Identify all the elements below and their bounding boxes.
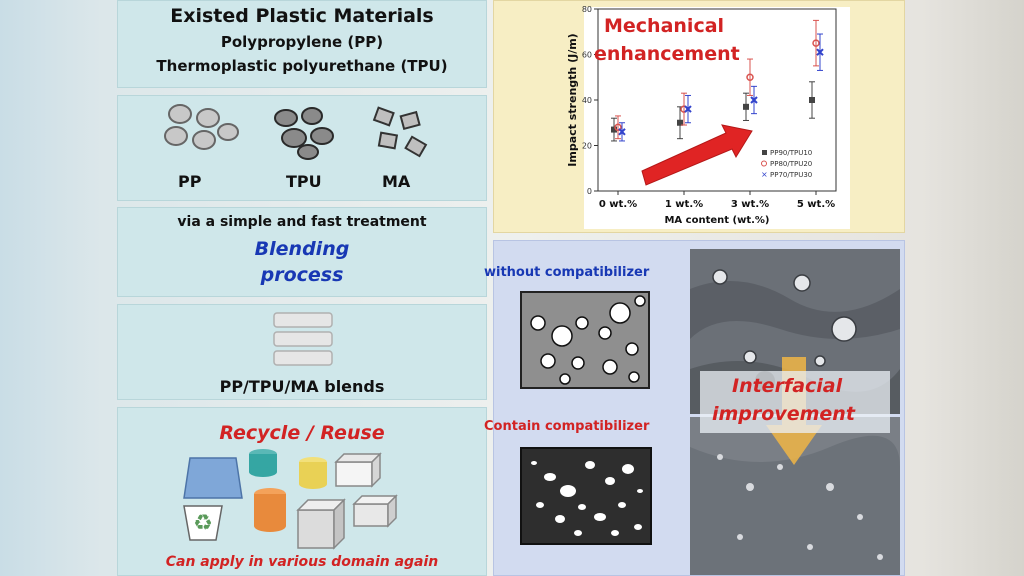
data-point <box>743 103 749 110</box>
y-tick-label: 60 <box>582 51 592 60</box>
cylinder-yellow-icon <box>299 462 327 484</box>
box-white-icon <box>335 461 373 487</box>
legend-label: PP90/TPU10 <box>770 149 812 157</box>
contain-compatibilizer-schematic <box>520 447 652 545</box>
y-axis-label: Impact strength (J/m) <box>566 33 579 166</box>
data-point <box>684 105 692 113</box>
legend-label: PP70/TPU30 <box>770 171 812 179</box>
recycle-panel: Recycle / Reuse ♻ Can apply in various d… <box>117 407 487 576</box>
data-point <box>812 39 820 47</box>
legend-marker <box>761 160 767 167</box>
pp-material-label: PP <box>178 172 202 191</box>
recycle-bin-icon <box>183 505 223 541</box>
tpu-pellets-icon <box>274 107 334 160</box>
legend-marker: × <box>761 170 768 179</box>
box-gray-icon <box>297 509 335 549</box>
mechanical-overlay-line1: Mechanical <box>604 15 725 37</box>
y-tick-label: 0 <box>587 187 592 196</box>
svg-text:♻: ♻ <box>193 511 213 536</box>
blends-panel: PP/TPU/MA blends <box>117 304 487 400</box>
trapezoid-shape-icon <box>183 457 243 499</box>
interfacial-overlay-line2: improvement <box>712 403 855 425</box>
data-point <box>614 123 622 132</box>
x-axis-label: MA content (wt.%) <box>664 215 769 226</box>
box-small-icon <box>353 503 389 527</box>
data-point <box>746 73 754 81</box>
series-PP70/TPU30: ×PP70/TPU30 <box>618 33 824 179</box>
mechanical-overlay-line2: enhancement <box>594 43 740 65</box>
pp-pellets-icon <box>164 104 239 150</box>
recycle-shapes-illustration: ♻ <box>183 449 398 550</box>
blends-samples-illustration <box>273 312 333 366</box>
trend-arrow-icon <box>641 124 753 186</box>
interfacial-overlay-bg <box>700 371 890 433</box>
ma-flakes-icon <box>372 106 428 158</box>
without-compatibilizer-label: without compatibilizer <box>484 265 650 280</box>
recycle-caption: Can apply in various domain again <box>165 554 439 570</box>
x-tick-label: 1 wt.% <box>665 199 703 210</box>
cylinder-teal-icon <box>249 454 277 472</box>
recycle-title: Recycle / Reuse <box>219 422 385 444</box>
legend-label: PP80/TPU20 <box>770 160 812 168</box>
series-PP90/TPU10: PP90/TPU10 <box>611 81 815 157</box>
morphology-panel: without compatibilizer Contain compatibi… <box>484 240 905 576</box>
interfacial-overlay-line1: Interfacial <box>732 375 843 397</box>
y-tick-label: 80 <box>582 5 592 14</box>
ma-material-label: MA <box>382 172 411 191</box>
data-point <box>750 96 758 104</box>
data-point <box>816 48 824 56</box>
series-PP80/TPU20: PP80/TPU20 <box>614 19 820 168</box>
data-point <box>677 119 683 126</box>
legend-marker <box>762 150 767 155</box>
pellets-illustration <box>164 104 428 160</box>
blending-title-line1: Blending <box>254 238 350 260</box>
data-point <box>809 97 815 103</box>
tpu-material-label: TPU <box>286 172 322 191</box>
existed-materials-panel: Existed Plastic Materials Polypropylene … <box>117 0 487 88</box>
blending-title-line2: process <box>260 264 344 286</box>
sem-image-bottom <box>690 417 900 575</box>
blends-label: PP/TPU/MA blends <box>219 377 385 396</box>
x-tick-label: 0 wt.% <box>599 199 637 210</box>
contain-compatibilizer-label: Contain compatibilizer <box>484 419 650 434</box>
y-tick-label: 20 <box>582 142 592 151</box>
materials-panel: PP TPU MA <box>117 95 487 201</box>
y-tick-label: 40 <box>582 96 592 105</box>
existed-materials-title: Existed Plastic Materials <box>170 5 434 27</box>
data-point <box>611 126 617 133</box>
x-tick-label: 3 wt.% <box>731 199 769 210</box>
data-point <box>618 128 626 136</box>
tpu-full-label: Thermoplastic polyurethane (TPU) <box>156 57 448 75</box>
polypropylene-label: Polypropylene (PP) <box>220 33 384 51</box>
blending-panel: via a simple and fast treatment Blending… <box>117 207 487 297</box>
blending-subtitle: via a simple and fast treatment <box>177 214 427 230</box>
without-compatibilizer-schematic <box>520 291 650 389</box>
x-tick-label: 5 wt.% <box>797 199 835 210</box>
